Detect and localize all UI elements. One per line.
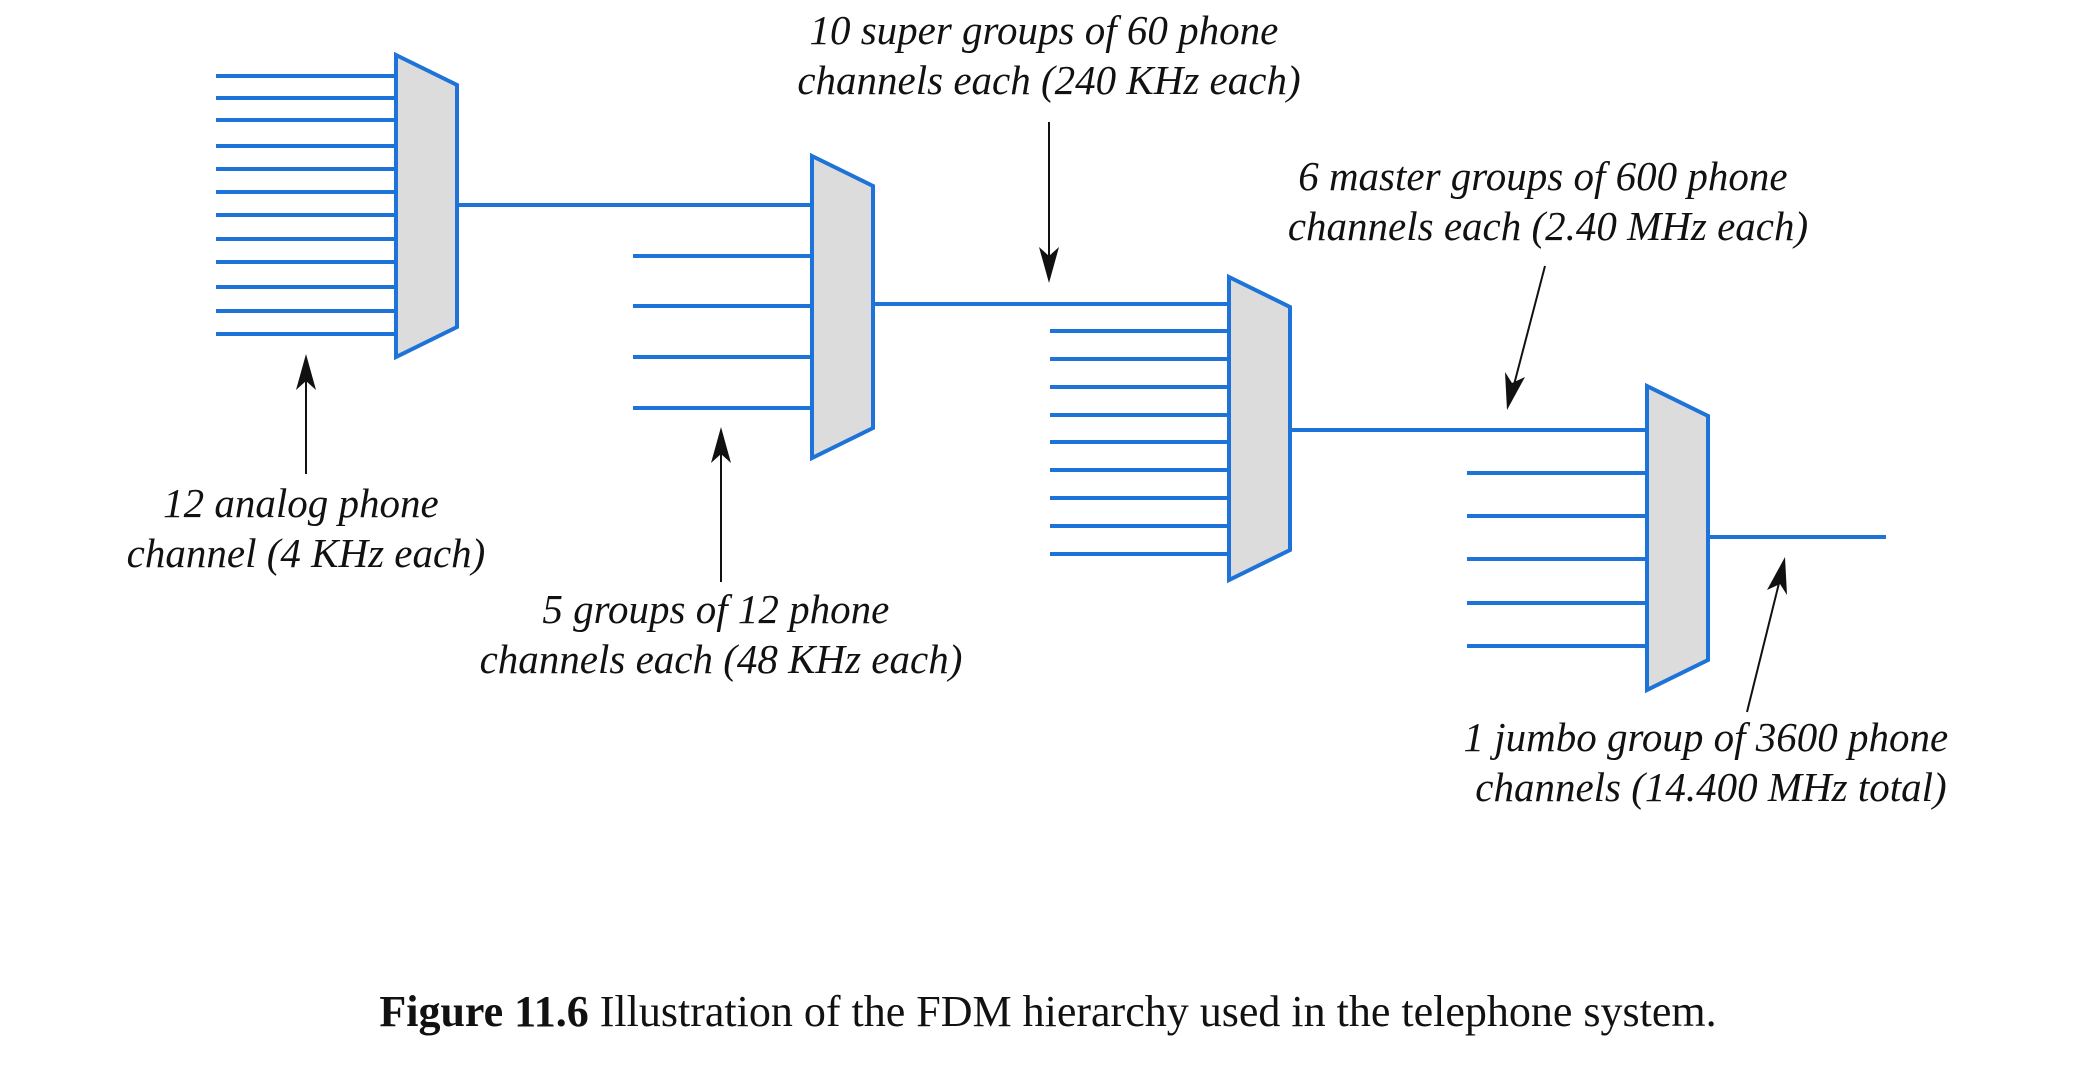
stage-4-input-lines bbox=[1467, 471, 1647, 648]
master-groups-label-line-2: channels each (2.40 MHz each) bbox=[1288, 203, 1808, 249]
master-groups-label-line-1: 6 master groups of 600 phone bbox=[1298, 153, 1787, 199]
analog-label-line-1: 12 analog phone bbox=[163, 480, 439, 526]
pointer-arrows bbox=[296, 122, 1787, 713]
analog-label-line-2: channel (4 KHz each) bbox=[127, 530, 486, 576]
stage-2-input-lines bbox=[633, 254, 812, 410]
stage-3-multiplexer-group bbox=[1050, 273, 1647, 584]
arrowhead-icon bbox=[711, 427, 731, 463]
stage-3-input-lines bbox=[1050, 329, 1229, 556]
super-groups-label-line-2: channels each (240 KHz each) bbox=[797, 57, 1300, 103]
jumbo-group-label: 1 jumbo group of 3600 phone channels (14… bbox=[1463, 714, 1958, 810]
multiplexer-3 bbox=[1227, 273, 1292, 584]
master-groups-pointer-arrow bbox=[1505, 265, 1546, 410]
figure-caption: Figure 11.6 Illustration of the FDM hier… bbox=[379, 987, 1716, 1036]
super-groups-pointer-arrow bbox=[1039, 122, 1059, 283]
arrowhead-icon bbox=[1767, 557, 1787, 595]
groups-label: 5 groups of 12 phone channels each (48 K… bbox=[480, 586, 963, 682]
figure-number: Figure 11.6 bbox=[379, 987, 588, 1036]
analog-channels-label: 12 analog phone channel (4 KHz each) bbox=[127, 480, 486, 576]
stage-1-input-lines bbox=[216, 74, 396, 336]
master-groups-label: 6 master groups of 600 phone channels ea… bbox=[1288, 153, 1808, 249]
arrowhead-icon bbox=[296, 354, 316, 390]
super-groups-label: 10 super groups of 60 phone channels eac… bbox=[797, 7, 1300, 103]
stage-2-multiplexer-group bbox=[633, 152, 1229, 462]
groups-label-line-2: channels each (48 KHz each) bbox=[480, 636, 963, 682]
multiplexer-2 bbox=[810, 152, 875, 462]
groups-pointer-arrow bbox=[711, 427, 731, 582]
jumbo-group-pointer-arrow bbox=[1746, 557, 1787, 713]
jumbo-group-label-line-2: channels (14.400 MHz total) bbox=[1475, 764, 1946, 810]
super-groups-label-line-1: 10 super groups of 60 phone bbox=[809, 7, 1278, 53]
groups-label-line-1: 5 groups of 12 phone bbox=[542, 586, 889, 632]
jumbo-group-label-line-1: 1 jumbo group of 3600 phone bbox=[1463, 714, 1948, 760]
caption-gap bbox=[589, 987, 600, 1036]
multiplexer-1 bbox=[394, 51, 459, 361]
stage-4-multiplexer-group bbox=[1467, 382, 1886, 694]
analog-pointer-arrow bbox=[296, 354, 316, 474]
caption-text: Illustration of the FDM hierarchy used i… bbox=[600, 987, 1717, 1036]
arrowhead-icon bbox=[1039, 247, 1059, 283]
multiplexer-4 bbox=[1645, 382, 1710, 694]
arrowhead-icon bbox=[1505, 372, 1525, 410]
stage-1-multiplexer-group bbox=[216, 51, 812, 361]
